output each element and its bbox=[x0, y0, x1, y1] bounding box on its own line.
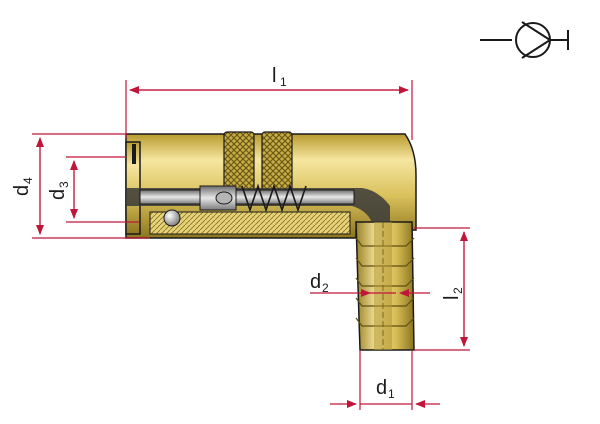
label-l1: l 1 bbox=[272, 65, 287, 89]
label-d4: d 4 bbox=[11, 177, 35, 196]
spring bbox=[241, 183, 307, 213]
svg-text:d: d bbox=[376, 377, 387, 399]
svg-text:4: 4 bbox=[21, 177, 35, 184]
label-l2: l 2 bbox=[441, 287, 465, 300]
svg-text:1: 1 bbox=[388, 387, 395, 401]
svg-text:l: l bbox=[441, 296, 463, 300]
coupling-body bbox=[125, 131, 417, 351]
svg-text:d: d bbox=[47, 189, 69, 200]
svg-text:d: d bbox=[11, 185, 33, 196]
svg-text:d: d bbox=[310, 271, 321, 293]
svg-text:l: l bbox=[272, 65, 276, 87]
section-cutaway bbox=[126, 183, 390, 235]
svg-text:2: 2 bbox=[451, 287, 465, 294]
check-valve-symbol-icon bbox=[480, 21, 569, 59]
label-d1: d 1 bbox=[376, 377, 395, 401]
svg-text:1: 1 bbox=[280, 75, 287, 89]
dimension-lines bbox=[32, 80, 470, 410]
locking-ball bbox=[163, 209, 181, 227]
label-d3: d 3 bbox=[47, 181, 71, 200]
label-d2: d 2 bbox=[310, 271, 329, 295]
svg-text:2: 2 bbox=[322, 281, 329, 295]
svg-text:3: 3 bbox=[57, 181, 71, 188]
